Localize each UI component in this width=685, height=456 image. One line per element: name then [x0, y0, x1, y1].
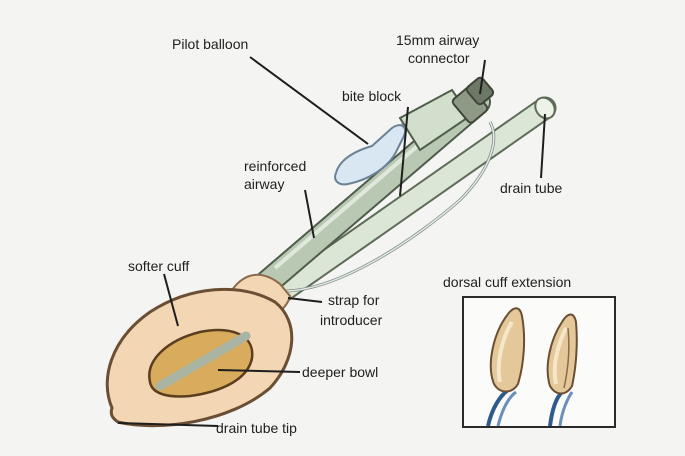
- label-bite-block: bite block: [342, 88, 401, 105]
- label-drain-tube-tip: drain tube tip: [216, 420, 297, 437]
- inset-cuff-left: [491, 308, 524, 391]
- label-reinforced-line1: reinforced: [244, 158, 306, 175]
- label-softer-cuff: softer cuff: [128, 258, 189, 275]
- dorsal-cuff-inset: [462, 296, 616, 428]
- label-deeper-bowl: deeper bowl: [302, 364, 378, 381]
- leader-strap: [288, 298, 322, 302]
- label-reinforced-line2: airway: [244, 176, 284, 193]
- inset-tube-right-2: [560, 392, 572, 426]
- label-connector-line1: 15mm airway: [396, 32, 479, 49]
- label-strap-line1: strap for: [328, 292, 379, 309]
- inset-cuff-right: [548, 315, 577, 394]
- label-strap-line2: introducer: [320, 312, 382, 329]
- label-pilot-balloon: Pilot balloon: [172, 36, 248, 53]
- label-connector-line2: connector: [408, 50, 469, 67]
- label-drain-tube: drain tube: [500, 180, 562, 197]
- inset-title: dorsal cuff extension: [443, 274, 571, 291]
